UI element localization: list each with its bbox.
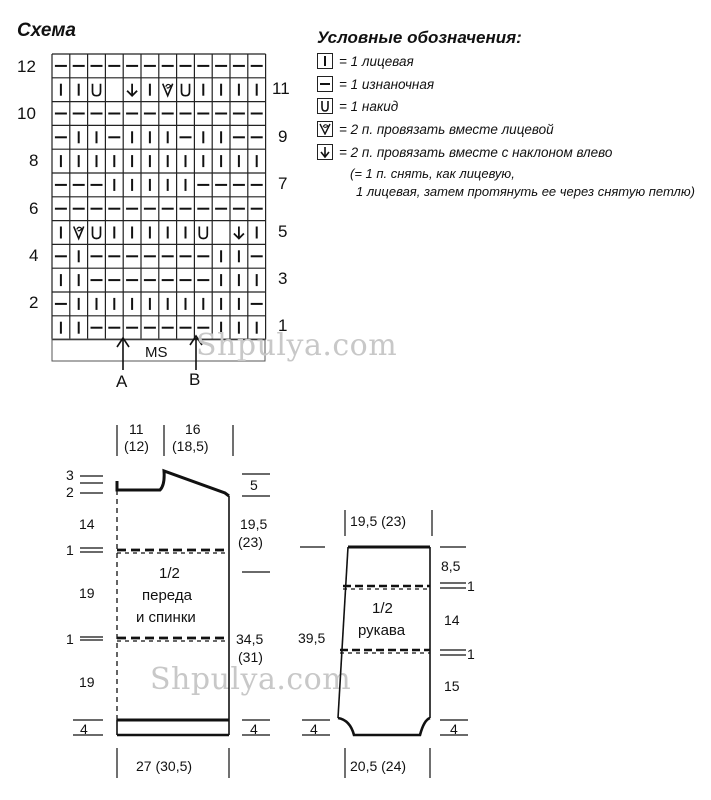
arrow-a-head	[116, 336, 130, 348]
body-left-1b: 1	[66, 631, 74, 647]
legend-text: = 1 лицевая	[339, 53, 414, 69]
body-left-19a: 19	[79, 585, 95, 601]
body-top-right-a: 16	[185, 421, 201, 437]
body-center-b: переда	[142, 587, 192, 604]
legend-text: = 2 п. провязать вместе лицевой	[339, 121, 554, 137]
row-number: 8	[29, 151, 39, 170]
yarn-over-icon	[317, 98, 333, 114]
body-right-31: (31)	[238, 649, 263, 665]
arrow-b-label: B	[189, 370, 201, 389]
sleeve-left-4: 4	[310, 721, 318, 737]
sleeve-right-14: 14	[444, 612, 460, 628]
row-number: 9	[278, 127, 288, 146]
arrow-b-head	[189, 334, 203, 346]
row-number: 10	[17, 104, 36, 123]
scheme-title: Схема	[17, 20, 77, 41]
row-number: 12	[17, 57, 36, 76]
legend-text: = 2 п. провязать вместе с наклоном влево	[339, 144, 613, 160]
body-center-a: 1/2	[159, 565, 180, 582]
sleeve-right-1b: 1	[467, 646, 475, 662]
ms-box	[51, 338, 266, 362]
sleeve-top-width: 19,5 (23)	[350, 513, 407, 529]
legend-item-k2tog: = 2 п. провязать вместе лицевой	[317, 121, 554, 137]
body-right-345: 34,5	[236, 631, 264, 647]
sleeve-bottom-width: 20,5 (24)	[350, 758, 407, 774]
legend-item-ssk: = 2 п. провязать вместе с наклоном влево	[317, 144, 612, 160]
body-top-left-a: 11	[129, 421, 144, 437]
sleeve-left-395: 39,5	[298, 630, 326, 646]
body-left-14: 14	[79, 516, 95, 532]
legend-text: = 1 изнаночная	[339, 76, 435, 92]
purl-icon	[317, 76, 333, 92]
body-center-c: и спинки	[136, 609, 196, 626]
row-number: 4	[29, 246, 39, 265]
body-right-5: 5	[250, 477, 258, 493]
sleeve-center-a: 1/2	[372, 600, 393, 617]
body-right-4: 4	[250, 721, 258, 737]
row-number: 5	[278, 222, 288, 241]
k2tog-icon	[317, 121, 333, 137]
sleeve-right-1a: 1	[467, 578, 475, 594]
body-left-2: 2	[66, 484, 74, 500]
row-number: 1	[278, 316, 288, 335]
body-left-3: 3	[66, 467, 74, 483]
row-number: 7	[278, 174, 288, 193]
arrow-a-label: A	[116, 372, 128, 391]
legend-note-line2: 1 лицевая, затем протянуть ее через снят…	[356, 184, 695, 199]
sleeve-right-85: 8,5	[441, 558, 461, 574]
legend-title: Условные обозначения:	[317, 28, 522, 47]
stitch-chart	[51, 53, 267, 370]
ms-label: MS	[145, 344, 168, 361]
body-right-195: 19,5	[240, 516, 268, 532]
body-top-left-b: (12)	[124, 438, 149, 454]
row-number: 6	[29, 199, 39, 218]
body-bottom-width: 27 (30,5)	[136, 758, 193, 774]
knit-icon	[317, 53, 333, 69]
sleeve-right-4: 4	[450, 721, 458, 737]
body-left-4: 4	[80, 721, 88, 737]
body-top-right-b: (18,5)	[172, 438, 209, 454]
body-left-19b: 19	[79, 674, 95, 690]
legend-item-purl: = 1 изнаночная	[317, 76, 434, 92]
legend-item-yarn-over: = 1 накид	[317, 98, 398, 114]
watermark: Shpulya.com	[196, 328, 398, 363]
row-number: 11	[272, 79, 290, 98]
legend-text: = 1 накид	[339, 98, 399, 114]
body-left-1a: 1	[66, 542, 74, 558]
sleeve-center-b: рукава	[358, 622, 406, 639]
watermark: Shpulya.com	[150, 662, 352, 697]
row-number: 3	[278, 269, 288, 288]
row-number: 2	[29, 293, 39, 312]
ssk-icon	[317, 144, 333, 160]
sleeve-right-15: 15	[444, 678, 460, 694]
legend-note-line1: (= 1 п. снять, как лицевую,	[350, 166, 515, 181]
body-right-23: (23)	[238, 534, 263, 550]
legend-item-knit: = 1 лицевая	[317, 53, 414, 69]
